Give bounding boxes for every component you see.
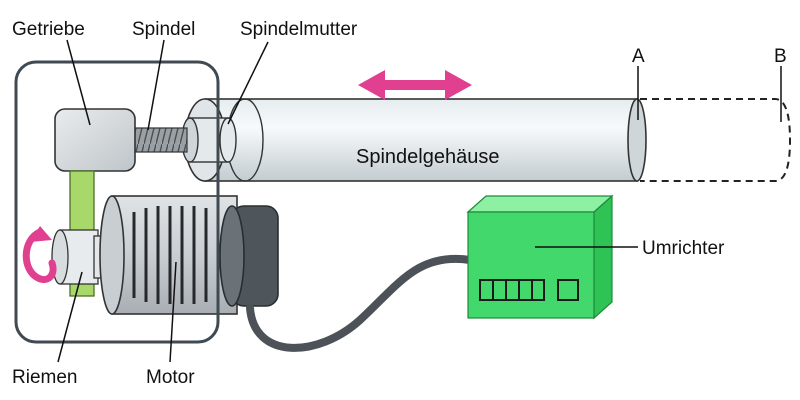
rotation-arrow-icon — [22, 226, 57, 283]
label-umrichter: Umrichter — [642, 238, 725, 259]
label-spindel: Spindel — [132, 19, 195, 40]
extended-housing-outline — [640, 98, 792, 182]
spindle — [131, 127, 188, 153]
inverter-button — [557, 279, 579, 301]
label-spindelmutter: Spindelmutter — [240, 19, 358, 40]
label-riemen: Riemen — [12, 367, 77, 388]
leader-lines — [57, 39, 782, 363]
drive-frame — [14, 60, 220, 344]
cable — [246, 254, 474, 352]
inverter — [466, 194, 614, 320]
spindle-housing — [184, 98, 647, 182]
label-spindelgehaeuse: Spindelgehäuse — [356, 146, 499, 168]
double-arrow-icon — [358, 70, 472, 100]
label-point-a: A — [632, 46, 645, 67]
gearbox — [54, 108, 136, 172]
inverter-display — [479, 279, 545, 301]
label-motor: Motor — [146, 367, 195, 388]
motor — [99, 195, 279, 315]
label-getriebe: Getriebe — [12, 19, 85, 40]
label-point-b: B — [774, 46, 787, 67]
spindle-nut — [181, 117, 237, 163]
